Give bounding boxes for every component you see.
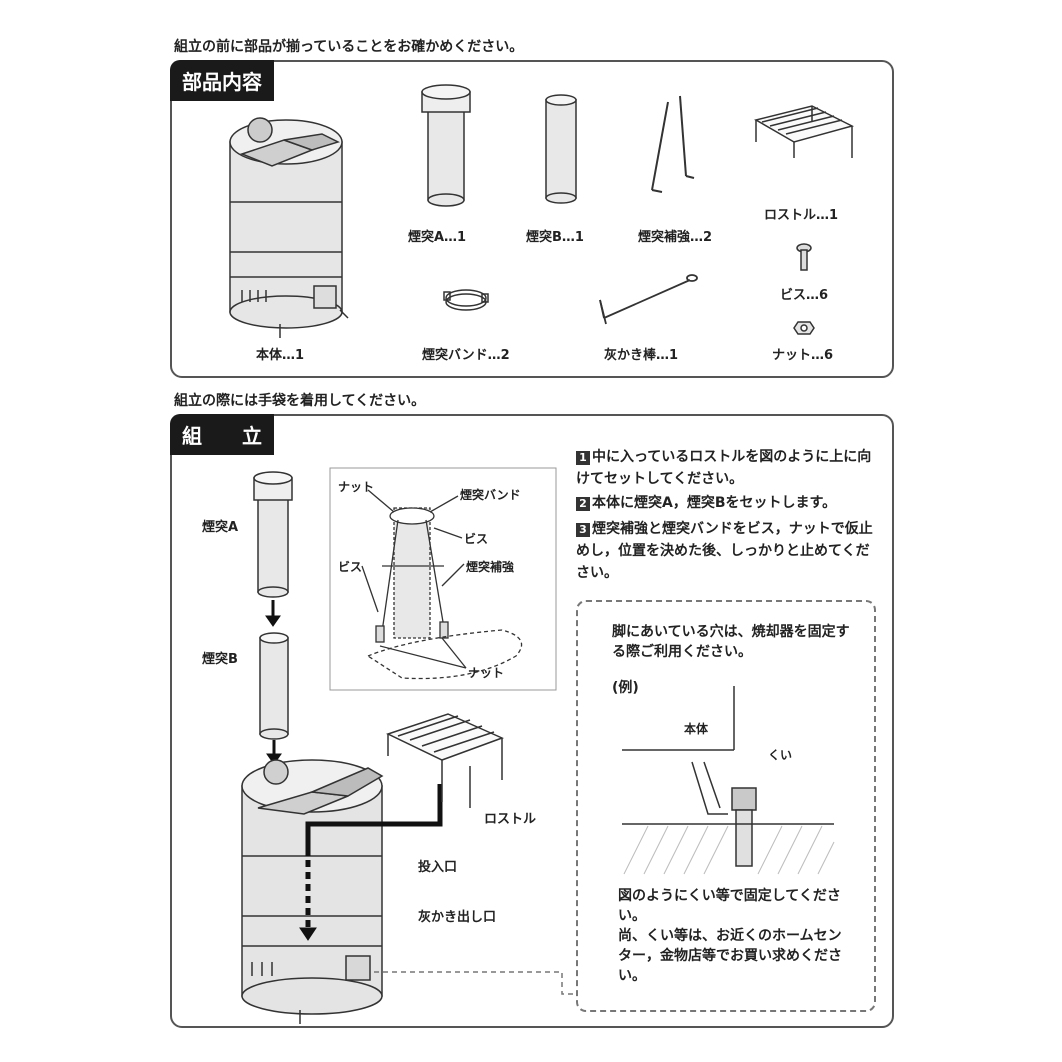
main-body-drawing — [229, 117, 349, 338]
ground-hatch — [623, 825, 835, 875]
nut-drawing — [793, 321, 815, 335]
chimney-band-drawing — [443, 289, 489, 311]
note-before-assembly: 組立の前に部品が揃っていることをお確かめください。 — [174, 39, 524, 55]
part-label-reinforcement: 煙突補強…2 — [638, 230, 713, 245]
assembly-chimney-a — [253, 471, 293, 598]
parts-illustrations — [229, 84, 855, 338]
part-label-chimney-b: 煙突B…1 — [526, 230, 584, 245]
label-inlet: 投入口 — [418, 860, 458, 875]
part-label-chimney-band: 煙突バンド…2 — [422, 348, 510, 363]
label-ash-outlet: 灰かき出し口 — [418, 910, 497, 925]
reinforcement-bars-drawing — [651, 95, 695, 193]
step-2-number: 2 — [576, 497, 590, 511]
tip-box — [576, 600, 876, 1012]
bis-drawing — [796, 243, 812, 271]
detail-label-reinforce: 煙突補強 — [466, 560, 515, 574]
parts-panel-tag: 部品内容 — [170, 60, 274, 101]
assembly-panel-tag: 組 立 — [170, 414, 274, 455]
rostle-drawing — [754, 105, 855, 158]
detail-label-nut-bottom: ナット — [468, 666, 505, 680]
chimney-a-drawing — [421, 84, 471, 207]
tip-example: (例) — [612, 680, 639, 696]
step-1-number: 1 — [576, 451, 590, 465]
assembly-main-body — [241, 759, 384, 1024]
label-chimney-b: 煙突B — [202, 652, 238, 667]
assembly-arrow-1 — [265, 600, 281, 627]
label-rostle: ロストル — [484, 812, 537, 827]
part-label-chimney-a: 煙突A…1 — [408, 230, 467, 245]
tip-body-label: 本体 — [684, 722, 709, 736]
assembly-rostle — [386, 713, 504, 808]
ash-rake-drawing — [599, 274, 698, 325]
parts-panel: 部品内容 — [170, 60, 894, 378]
label-chimney-a: 煙突A — [202, 520, 239, 535]
rostle-insertion-path — [299, 784, 443, 941]
tip-footer-2: 尚、くい等は、お近くのホームセンター，金物店等でお買い求めください。 — [618, 928, 842, 984]
step-3-text: 煙突補強と煙突バンドをビス，ナットで仮止めし，位置を決めた後、しっかりと止めてく… — [576, 521, 873, 581]
chimney-b-drawing — [545, 94, 577, 204]
detail-label-band: 煙突バンド — [460, 488, 521, 502]
part-label-nut: ナット…6 — [772, 348, 834, 363]
part-label-ash-rake: 灰かき棒…1 — [604, 348, 679, 363]
detail-drawing — [361, 489, 523, 680]
detail-label-bis-left: ビス — [338, 560, 363, 574]
step-3-number: 3 — [576, 523, 590, 537]
step-1-text: 中に入っているロストルを図のように上に向けてセットしてください。 — [576, 449, 872, 487]
assembly-arrow-2 — [266, 740, 282, 765]
tip-stake-label: くい — [768, 748, 793, 762]
detail-label-bis-right: ビス — [464, 532, 489, 546]
detail-box — [329, 467, 557, 691]
part-label-main-body: 本体…1 — [256, 348, 305, 363]
step-2-text: 本体に煙突A，煙突Bをセットします。 — [592, 495, 837, 511]
tip-illustration — [622, 686, 834, 867]
assembly-panel: 組 立 — [170, 414, 894, 1028]
assembly-chimney-b — [259, 632, 289, 740]
assembly-illustrations — [241, 467, 835, 1024]
tip-intro: 脚にあいている穴は、焼却器を固定する際ご利用ください。 — [612, 624, 850, 660]
part-label-rostle: ロストル…1 — [764, 208, 839, 223]
detail-label-nut-top: ナット — [338, 480, 375, 494]
note-gloves: 組立の際には手袋を着用してください。 — [174, 393, 426, 409]
tip-footer-1: 図のようにくい等で固定してください。 — [618, 888, 841, 924]
tip-connector — [374, 971, 576, 995]
part-label-bis: ビス…6 — [780, 288, 829, 303]
